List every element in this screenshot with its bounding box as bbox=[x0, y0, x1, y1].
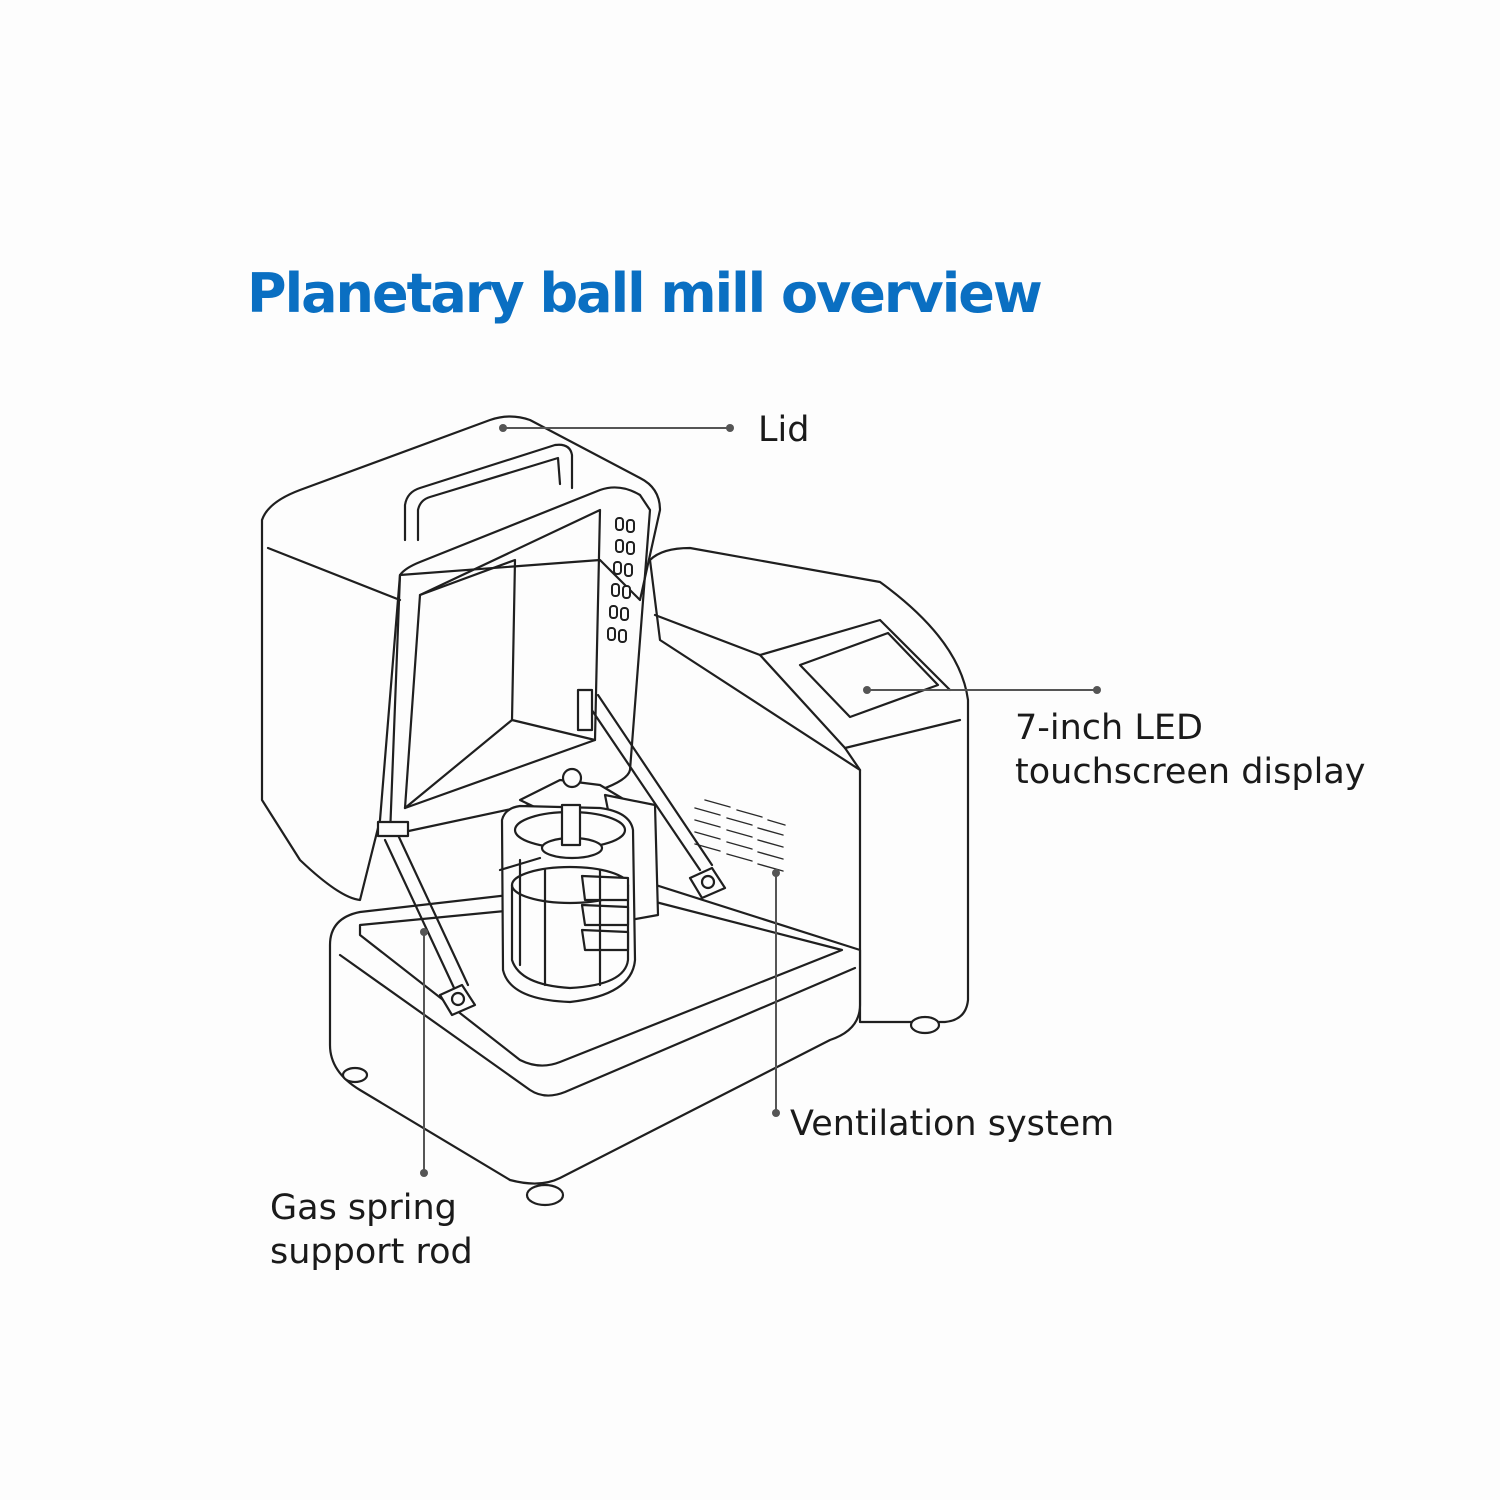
callout-display: 7-inch LED touchscreen display bbox=[1015, 706, 1366, 794]
base bbox=[328, 878, 941, 1207]
callout-leaders bbox=[420, 424, 1101, 1177]
page-title: Planetary ball mill overview bbox=[247, 262, 1043, 325]
callout-display-line2: touchscreen display bbox=[1015, 752, 1366, 792]
grinding-jar-assembly bbox=[498, 767, 660, 1004]
callout-lid: Lid bbox=[758, 410, 810, 450]
callout-gas-spring-line2: support rod bbox=[270, 1232, 473, 1272]
lid-vent-holes bbox=[607, 517, 635, 643]
gas-spring-rods bbox=[376, 688, 727, 1017]
callout-ventilation: Ventilation system bbox=[790, 1104, 1115, 1144]
lid bbox=[260, 415, 662, 902]
callout-display-line1: 7-inch LED bbox=[1015, 708, 1203, 748]
callout-gas-spring: Gas spring support rod bbox=[270, 1186, 473, 1274]
ventilation-slots bbox=[694, 799, 786, 872]
callout-gas-spring-line1: Gas spring bbox=[270, 1188, 457, 1228]
touchscreen-display bbox=[798, 631, 940, 719]
